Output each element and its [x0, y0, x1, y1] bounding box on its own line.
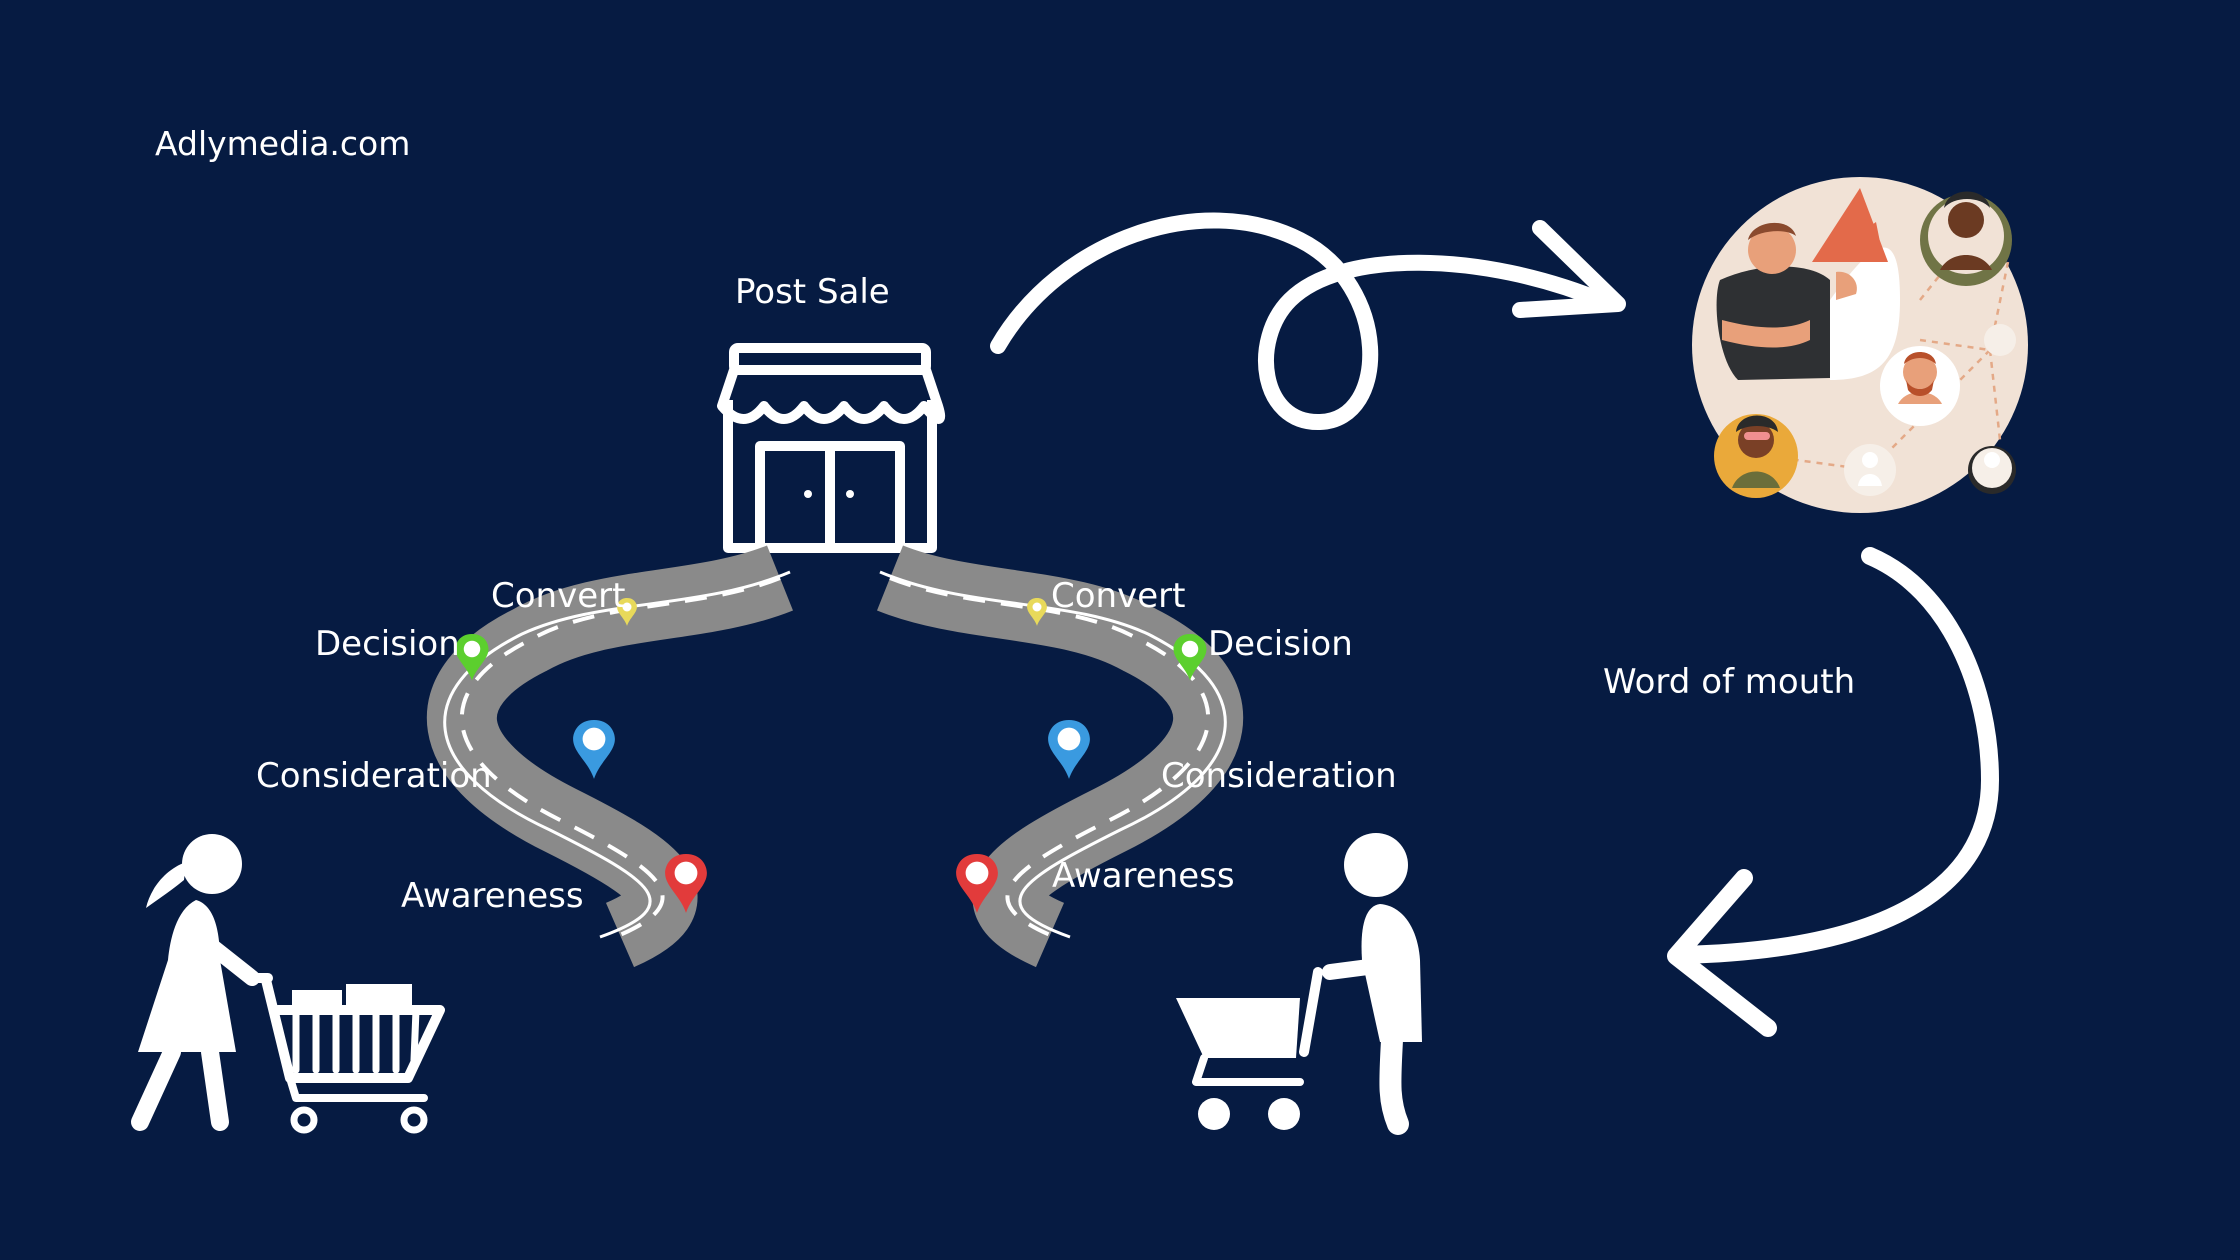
curly-arrow-icon	[990, 212, 1626, 431]
pin-convert-right	[1027, 598, 1047, 626]
pin-decision-right	[1173, 634, 1207, 681]
return-arrow-icon	[1667, 547, 1999, 1037]
pin-consideration-right	[1048, 720, 1090, 779]
pin-convert-left	[617, 598, 637, 626]
consideration-label-right: Consideration	[1161, 756, 1397, 796]
pin-consideration-left	[573, 720, 615, 779]
post-sale-label: Post Sale	[735, 272, 890, 312]
word-of-mouth-label: Word of mouth	[1603, 662, 1856, 702]
shopper-woman-cart-icon	[131, 834, 445, 1134]
pin-awareness-right	[956, 854, 998, 913]
storefront-icon	[717, 343, 946, 553]
decision-label-right: Decision	[1208, 624, 1353, 664]
shopper-man-cart-icon	[1176, 833, 1422, 1135]
convert-label-right: Convert	[1051, 576, 1186, 616]
decision-label-left: Decision	[315, 624, 460, 664]
awareness-label-right: Awareness	[1052, 856, 1235, 896]
awareness-label-left: Awareness	[401, 876, 584, 916]
convert-label-left: Convert	[491, 576, 626, 616]
left-road	[426, 545, 793, 968]
right-road	[877, 545, 1244, 968]
megaphone-people-network-icon	[1692, 177, 2028, 513]
brand-name: Adlymedia.com	[155, 124, 411, 163]
consideration-label-left: Consideration	[256, 756, 492, 796]
pin-awareness-left	[665, 854, 707, 913]
pin-decision-left	[455, 634, 489, 681]
